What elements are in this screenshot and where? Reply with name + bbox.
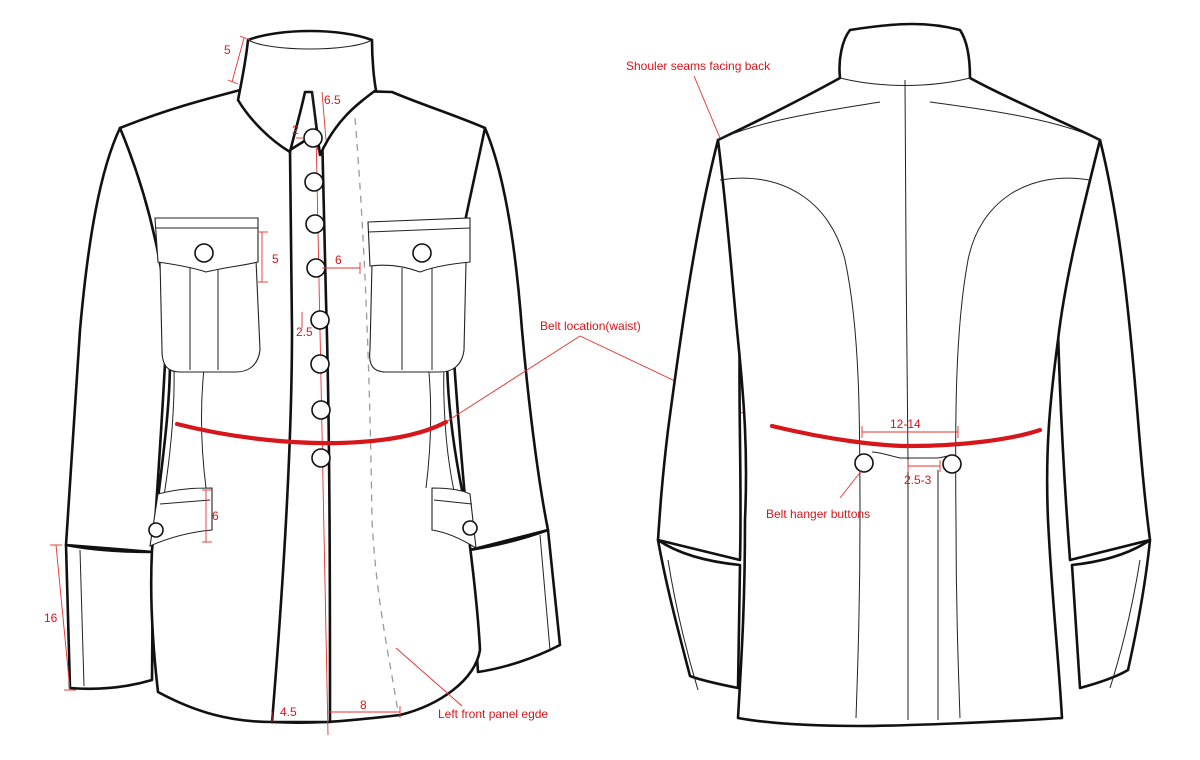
front-left-dart bbox=[200, 359, 207, 489]
back-vent bbox=[907, 460, 939, 720]
dim-hem-offset: 4.5 bbox=[280, 705, 297, 719]
front-button-1 bbox=[303, 128, 323, 148]
dim-cuff-height: 16 bbox=[44, 611, 58, 625]
front-button-7 bbox=[311, 400, 331, 420]
dim-hem-overlap: 8 bbox=[360, 698, 367, 712]
front-button-8 bbox=[311, 448, 331, 468]
dim-pocket-flap-height: 5 bbox=[272, 252, 279, 266]
back-belt-line bbox=[769, 423, 1043, 449]
back-body bbox=[716, 22, 1102, 728]
front-buttons bbox=[303, 128, 331, 468]
label-shoulder-seams: Shouler seams facing back bbox=[626, 59, 771, 73]
front-left-upper-pocket bbox=[154, 217, 261, 373]
dim-collar-height: 5 bbox=[224, 43, 231, 57]
front-button-5 bbox=[310, 310, 330, 330]
front-belt-line bbox=[174, 419, 449, 446]
back-left-princess-seam bbox=[719, 177, 861, 719]
back-right-cuff bbox=[1070, 538, 1152, 690]
front-left-lower-pocket bbox=[148, 487, 213, 547]
back-yoke bbox=[717, 101, 1101, 141]
back-right-sleeve-seam bbox=[1109, 559, 1141, 689]
label-belt-location: Belt location(waist) bbox=[540, 319, 641, 333]
labels: Shouler seams facing back Belt location(… bbox=[44, 43, 932, 721]
back-belt-button-right bbox=[942, 454, 962, 474]
back-left-sleeve-seam bbox=[667, 559, 699, 691]
front-right-upper-pocket bbox=[367, 217, 471, 373]
front-collar-fold bbox=[247, 39, 373, 50]
label-left-front-panel: Left front panel egde bbox=[438, 707, 548, 721]
back-left-cuff bbox=[656, 538, 742, 690]
label-belt-hanger-buttons: Belt hanger buttons bbox=[766, 507, 870, 521]
back-center-seam bbox=[904, 79, 909, 461]
back-belt-button-left bbox=[854, 453, 874, 473]
back-dimension-guides bbox=[693, 75, 959, 499]
dim-back-button-span: 12-14 bbox=[890, 417, 921, 431]
back-belt-hanger-buttons bbox=[854, 451, 962, 474]
dim-back-button-drop: 2.5-3 bbox=[904, 473, 932, 487]
back-right-princess-seam bbox=[955, 177, 1091, 719]
front-right-lower-pocket bbox=[431, 487, 478, 550]
front-collar bbox=[236, 29, 378, 157]
front-right-cuff bbox=[468, 528, 562, 674]
dim-button-diameter: 2.5 bbox=[296, 325, 313, 339]
front-button-2 bbox=[304, 172, 324, 192]
back-view bbox=[656, 22, 1152, 728]
front-left-cuff bbox=[64, 543, 155, 691]
front-button-6 bbox=[310, 354, 330, 374]
front-right-cuff-seam bbox=[539, 534, 551, 651]
dim-collar-gap: 6.5 bbox=[324, 93, 341, 107]
front-view bbox=[50, 29, 771, 736]
front-left-cuff-seam bbox=[79, 549, 85, 687]
front-right-dart bbox=[425, 361, 432, 489]
dim-top-button-offset: 2 bbox=[292, 123, 299, 137]
front-button-3 bbox=[305, 214, 325, 234]
front-panel-edge-line bbox=[354, 117, 399, 713]
dim-lower-pocket-height: 6 bbox=[212, 509, 219, 523]
front-placket bbox=[270, 128, 332, 724]
dim-button-to-edge: 6 bbox=[335, 253, 342, 267]
